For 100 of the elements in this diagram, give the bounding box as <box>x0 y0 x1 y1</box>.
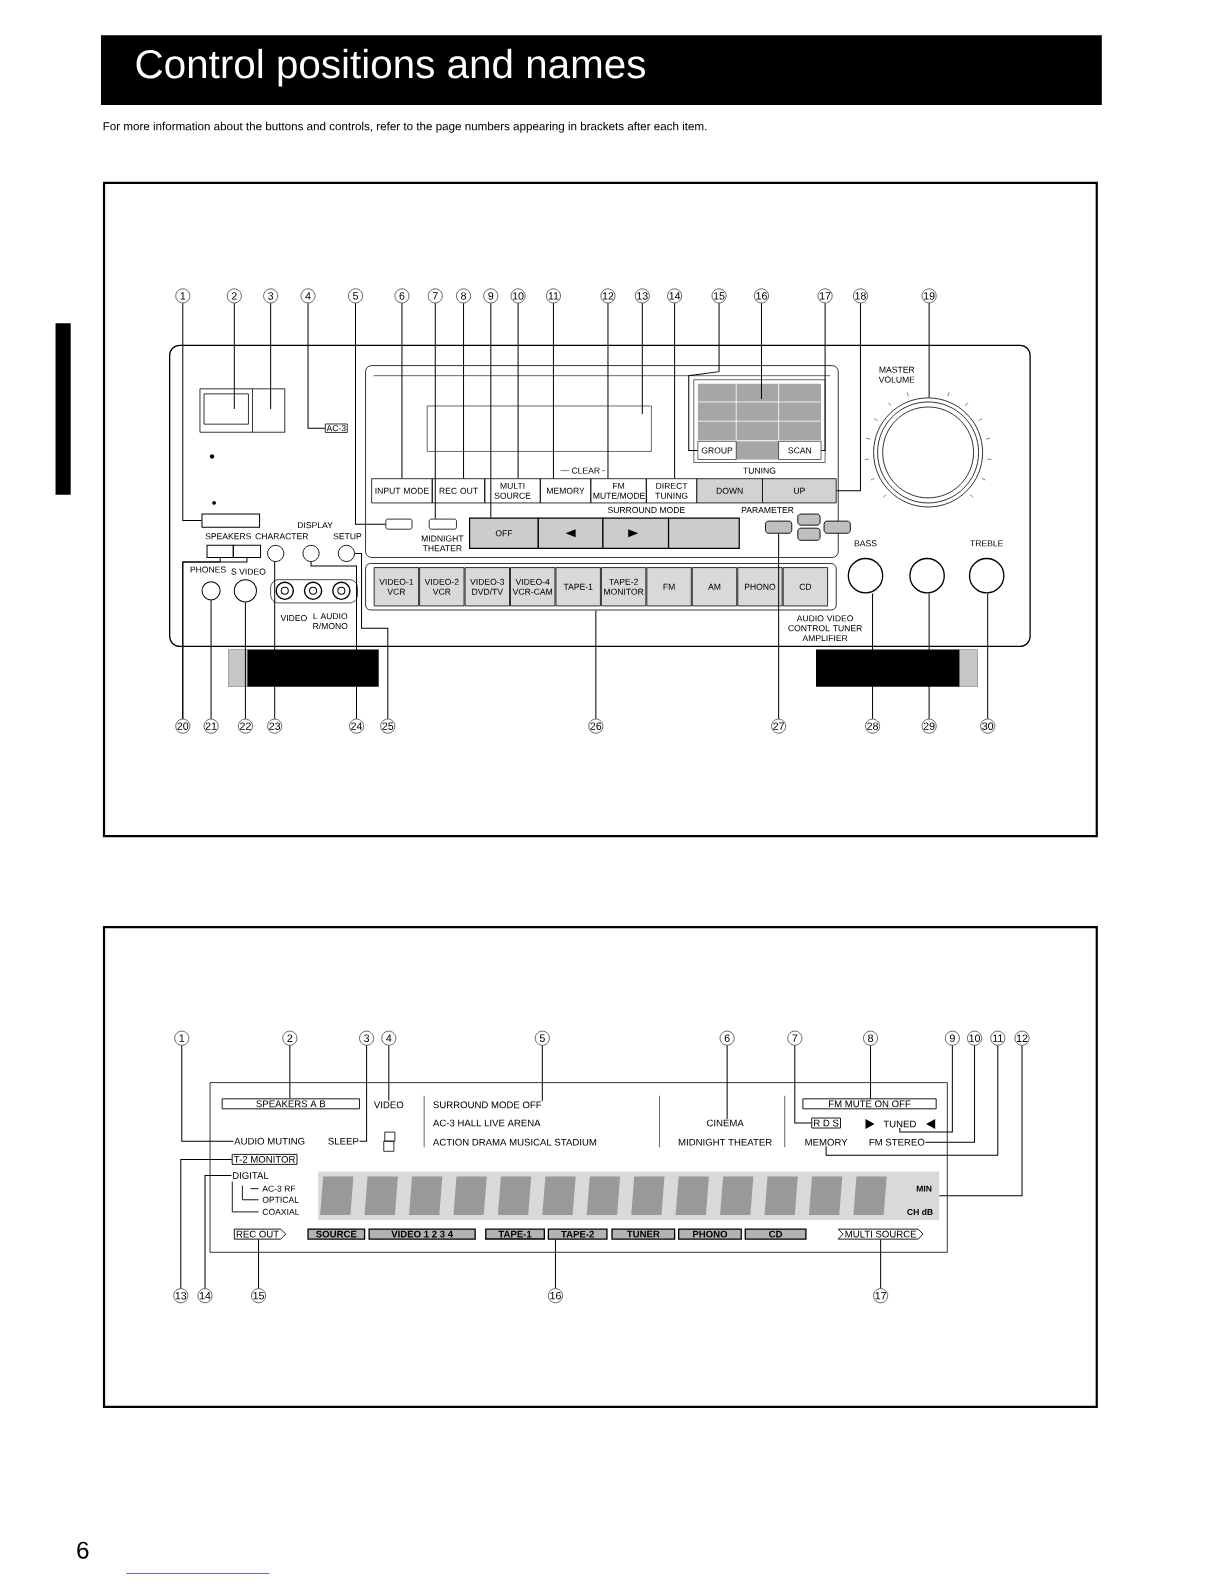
display-text: AC-3 HALL LIVE ARENA <box>432 1119 541 1127</box>
leader-line <box>836 302 861 492</box>
callout-number: 5 <box>534 1030 550 1046</box>
round-button <box>302 544 320 562</box>
panel-label: PARAMETER <box>741 507 794 513</box>
round-button <box>267 544 285 562</box>
leader-line <box>987 592 989 720</box>
title-bar: Control positions and names <box>101 35 1102 106</box>
display-text: AUDIO MUTING <box>234 1137 305 1145</box>
panel-label: TUNING <box>743 467 776 474</box>
display-text: MEMORY <box>805 1138 848 1146</box>
callout-number: 29 <box>921 718 937 734</box>
callout-number: 7 <box>427 288 443 304</box>
button: VIDEO-4 VCR-CAM <box>510 567 556 607</box>
display-text: TUNED <box>883 1120 916 1128</box>
button: REC OUT <box>431 478 486 504</box>
button: TAPE-2 MONITOR <box>601 567 647 607</box>
callout-number: 4 <box>300 288 316 304</box>
callout-number: 14 <box>667 288 682 304</box>
button <box>797 513 821 526</box>
push-button <box>201 513 261 528</box>
source-indicator: TAPE-1 <box>485 1228 545 1240</box>
callout-number: 9 <box>483 288 499 304</box>
leader-line <box>924 1045 976 1143</box>
callout-number: 9 <box>945 1030 960 1046</box>
knob-label: BASS <box>854 540 877 547</box>
source-indicator: VIDEO 1 2 3 4 <box>368 1228 476 1240</box>
knob-label: MASTER VOLUME <box>878 366 915 383</box>
panel-label: AUDIO VIDEO CONTROL TUNER AMPLIFIER <box>788 615 862 642</box>
display-text: AC-3 RF <box>262 1185 296 1192</box>
display-text: CH dB <box>907 1208 933 1216</box>
source-indicator: CD <box>744 1228 807 1240</box>
leader-line <box>688 302 720 451</box>
callout-number: 14 <box>197 1288 213 1304</box>
panel-label: L AUDIO R/MONO <box>313 613 348 630</box>
leader-line <box>258 1239 260 1289</box>
button: FM MUTE/MODE <box>590 478 647 504</box>
callout-number: 13 <box>634 288 650 304</box>
button <box>537 517 604 549</box>
leader-line <box>761 302 762 400</box>
callout-number: 2 <box>226 288 242 304</box>
button: AM <box>691 567 738 607</box>
callout-number: 26 <box>588 718 604 734</box>
callout-number: 11 <box>990 1030 1006 1046</box>
button: DOWN <box>696 478 763 504</box>
button: PHONO <box>737 567 783 607</box>
panel-label: S VIDEO <box>231 568 266 575</box>
push-button <box>206 544 234 558</box>
leader-line <box>554 1239 556 1289</box>
leader-line <box>820 302 826 451</box>
selector-panel <box>365 563 837 611</box>
callout-number: 30 <box>980 718 996 734</box>
round-button <box>337 544 355 562</box>
callout-number: 15 <box>251 1288 266 1304</box>
indicator-box: MULTI SOURCE <box>837 1228 924 1240</box>
callout-number: 1 <box>175 288 191 304</box>
knob-label: TREBLE <box>970 540 1003 547</box>
source-indicator: SOURCE <box>307 1228 366 1240</box>
callout-number: 19 <box>921 288 937 304</box>
callout-number: 28 <box>865 718 880 734</box>
leader-line <box>233 302 235 410</box>
push-button <box>428 518 457 530</box>
callout-number: 24 <box>349 718 364 734</box>
leader-line <box>204 1175 232 1289</box>
callout-number: 8 <box>456 288 471 304</box>
button <box>602 517 670 549</box>
panel-label: CLEAR <box>571 467 600 474</box>
leader-line <box>552 302 554 479</box>
display-text: CINEMA <box>706 1119 744 1127</box>
leader-line <box>880 1239 882 1289</box>
display-text: VIDEO <box>373 1101 404 1109</box>
display-text: SURROUND MODE OFF <box>433 1101 542 1109</box>
leader-line <box>182 302 202 522</box>
callout-number: 4 <box>381 1030 397 1046</box>
callout-number: 23 <box>267 718 283 734</box>
button <box>765 520 793 534</box>
indicator-box: R D S <box>811 1117 841 1129</box>
source-indicator: TAPE-2 <box>547 1228 608 1240</box>
button: TAPE-1 <box>555 567 601 607</box>
panel-label: DISPLAY <box>298 522 333 529</box>
leader-line <box>607 302 609 479</box>
display-text: MIN <box>916 1185 932 1192</box>
leader-line <box>244 601 246 720</box>
leader-line <box>355 302 386 525</box>
button: VIDEO-1 VCR <box>373 567 419 607</box>
leader-line <box>270 302 272 410</box>
callout-number: 8 <box>863 1030 878 1046</box>
display-text: MIDNIGHT THEATER <box>678 1138 772 1146</box>
button <box>823 520 851 534</box>
tone-knob <box>847 557 884 594</box>
page-number: 6 <box>77 1541 89 1559</box>
leader-line <box>310 561 357 720</box>
callout-number: 18 <box>853 288 868 304</box>
button: GROUP <box>697 441 737 460</box>
leader-line <box>641 302 643 415</box>
callout-number: 22 <box>238 718 253 734</box>
callout-number: 3 <box>359 1030 374 1046</box>
leader-line <box>490 302 492 518</box>
panel-label: VIDEO <box>280 615 307 622</box>
panel-label: SPEAKERS <box>205 533 251 540</box>
